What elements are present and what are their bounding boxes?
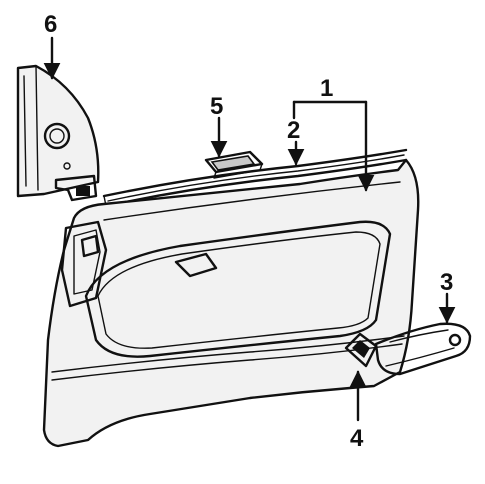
callout-2: 2 bbox=[287, 117, 300, 144]
leader-lines bbox=[43, 36, 456, 422]
callout-5: 5 bbox=[210, 93, 223, 120]
callout-3: 3 bbox=[440, 269, 453, 296]
door-trim-panel bbox=[42, 158, 420, 448]
mirror-mount-panel bbox=[16, 64, 100, 202]
belt-weatherstrip bbox=[102, 148, 408, 208]
callout-1: 1 bbox=[320, 75, 333, 102]
callout-4: 4 bbox=[350, 425, 364, 452]
pull-handle bbox=[374, 322, 472, 376]
switch-bezel bbox=[204, 150, 264, 179]
callout-6: 6 bbox=[44, 11, 57, 38]
